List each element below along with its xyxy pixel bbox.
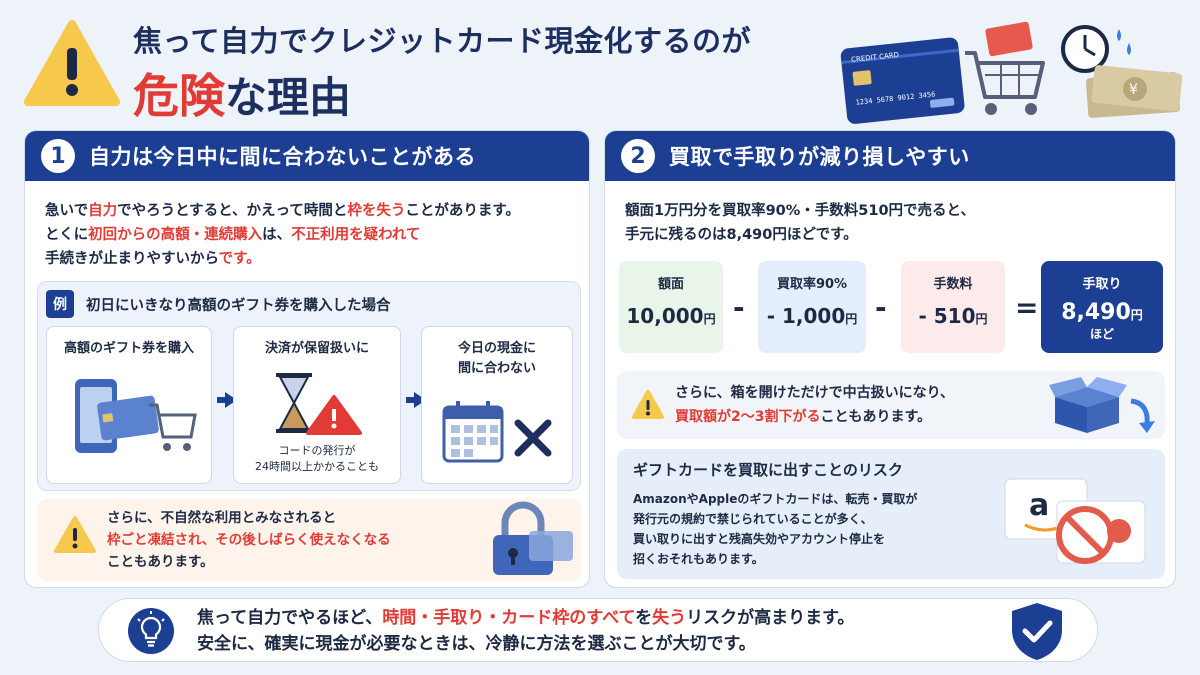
prohibited-icon [1056,506,1114,564]
risk-text: AmazonやAppleのギフトカードは、転売・買取が 発行元の規約で禁じられて… [633,492,918,566]
shield-check-icon [1012,603,1062,660]
panel-2-number: 2 [621,139,655,173]
reason-panel-1: 1 自力は今日中に間に合わないことがある 急いで自力でやろうとすると、かえって時… [24,130,590,588]
calc-buy-rate: 買取率90% - 1,000円 [758,261,866,353]
calc-net-amount: 手取り 8,490円 ほど [1041,261,1163,353]
risk-title: ギフトカードを買取に出すことのリスク [633,461,903,479]
warning-icon [24,20,120,106]
example-badge: 例 [46,290,74,318]
footer-summary: 焦って自力でやるほど、時間・手取り・カード枠のすべてを失うリスクが高まります。 … [98,598,1098,662]
example-step-2: 決済が保留扱いに コードの発行が 24時間以上かかることも [233,326,401,484]
lightbulb-icon [128,608,174,654]
lock-icon [493,501,573,575]
title-danger-word: 危険 [133,69,225,123]
amazon-card-icon: a [1004,478,1146,564]
panel-1-warning: さらに、不自然な利用とみなされると 枠ごと凍結され、その後しばらく使えなくなる … [37,499,581,581]
minus-operator: - [733,291,745,324]
warning-icon [54,516,96,553]
clock-icon [1061,25,1131,73]
header-illustration: CREDIT CARD 1234 5678 9012 3456 ¥ [840,21,1183,124]
footer-text: 焦って自力でやるほど、時間・手取り・カード枠のすべてを失うリスクが高まります。 … [197,608,855,654]
cross-icon [514,419,552,457]
panel-2-text: 額面1万円分を買取率90%・手数料510円で売ると、 手元に残るのは8,490円… [625,203,975,243]
example-box: 例 初日にいきなり高額のギフト券を購入した場合 高額のギフト券を購入 決済が保留… [37,281,581,491]
example-step-1: 高額のギフト券を購入 [46,326,212,484]
page-title-line1: 焦って自力でクレジットカード現金化するのが [133,24,752,58]
shopping-cart-icon [965,21,1045,115]
credit-card-icon: CREDIT CARD 1234 5678 9012 3456 [840,37,965,124]
example-title: 初日にいきなり高額のギフト券を購入した場合 [86,297,391,314]
smartphone-icon [75,379,197,453]
panel-2-title: 買取で手取りが減り損しやすい [669,145,970,169]
minus-operator: - [875,291,887,324]
equals-operator: = [1015,291,1039,324]
page-title-line2: 危険な理由 [133,60,351,126]
panel-2-header: 2 買取で手取りが減り損しやすい [605,131,1175,181]
example-step-3: 今日の現金に 間に合わない [421,326,573,484]
panel-1-number: 1 [41,139,75,173]
warning-icon [632,390,664,419]
svg-text:a: a [1029,488,1049,523]
reason-panel-2: 2 買取で手取りが減り損しやすい 額面1万円分を買取率90%・手数料510円で売… [604,130,1176,588]
panel-1-text: 急いで自力でやろうとすると、かえって時間と枠を失うことがあります。 とくに初回か… [45,203,520,267]
hourglass-icon [276,373,362,435]
calendar-icon [442,401,552,463]
calc-face-value: 額面 10,000円 [619,261,723,353]
money-icon: ¥ [1085,65,1183,118]
gift-card-risk-box: ギフトカードを買取に出すことのリスク AmazonやAppleのギフトカードは、… [617,449,1165,579]
panel-2-warning: さらに、箱を開けただけで中古扱いになり、 買取額が2〜3割下がることもあります。 [617,371,1165,439]
panel-1-header: 1 自力は今日中に間に合わないことがある [25,131,589,181]
svg-text:¥: ¥ [1129,82,1138,98]
title-rest: な理由 [225,73,352,122]
calc-fee: 手数料 - 510円 [901,261,1005,353]
panel-1-title: 自力は今日中に間に合わないことがある [89,145,476,169]
box-icon [1049,377,1155,433]
